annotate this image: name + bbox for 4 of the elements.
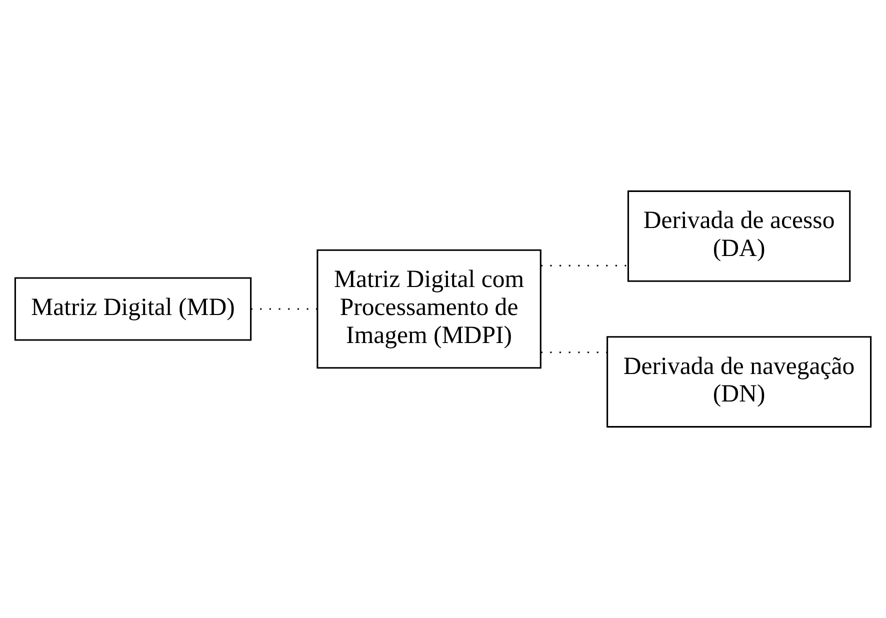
node-box: Derivada de navegação (DN)	[606, 336, 872, 428]
node-box: Matriz Digital com Processamento de Imagem (MDPI)	[316, 249, 542, 369]
node-box: Derivada de acesso (DA)	[627, 190, 851, 282]
node-box: Matriz Digital (MD)	[14, 277, 252, 341]
